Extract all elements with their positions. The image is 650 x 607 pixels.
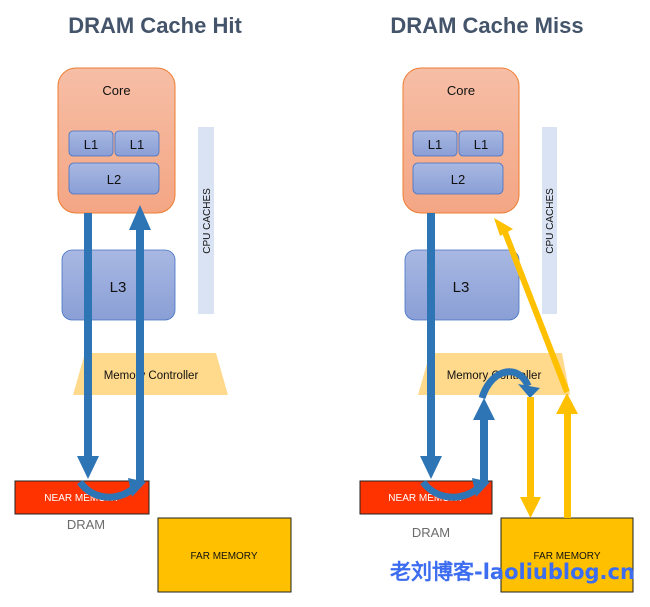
near-memory-label: NEAR MEMORY bbox=[388, 493, 464, 504]
l3-label: L3 bbox=[453, 279, 470, 296]
panel-title: DRAM Cache Hit bbox=[68, 13, 242, 38]
near-memory-label: NEAR MEMORY bbox=[44, 493, 120, 504]
panel-miss: DRAM Cache Miss Core L1 L1 L2 CPU CACHES… bbox=[359, 13, 634, 593]
l1-label: L1 bbox=[474, 137, 488, 152]
l2-cache-box: L2 bbox=[68, 162, 160, 195]
blue-arrow-curve-up bbox=[420, 398, 495, 501]
blue-arrow-down bbox=[77, 213, 99, 479]
core-label: Core bbox=[447, 83, 475, 98]
far-memory-box: FAR MEMORY bbox=[157, 517, 292, 593]
blue-arrow-arc bbox=[478, 368, 540, 400]
blue-arrow-down bbox=[420, 213, 442, 479]
cpu-caches-label: CPU CACHES bbox=[202, 188, 213, 254]
l1-cache-box: L1 bbox=[458, 130, 504, 157]
watermark: 老刘博客-laoliublog.cn bbox=[390, 560, 635, 584]
l1-label: L1 bbox=[428, 137, 442, 152]
far-memory-label: FAR MEMORY bbox=[533, 551, 600, 562]
memory-controller: Memory Controller bbox=[73, 353, 228, 395]
l3-cache-box: L3 bbox=[61, 249, 176, 321]
dram-label: DRAM bbox=[67, 517, 105, 532]
l1-cache-box: L1 bbox=[114, 130, 160, 157]
far-memory-box: FAR MEMORY bbox=[500, 517, 634, 593]
l3-cache-box: L3 bbox=[404, 249, 520, 321]
l1-label: L1 bbox=[130, 137, 144, 152]
panel-hit: DRAM Cache Hit Core L1 L1 L2 CPU CACHES … bbox=[14, 13, 292, 593]
cpu-caches-bar: CPU CACHES bbox=[198, 127, 214, 314]
l2-label: L2 bbox=[451, 172, 465, 187]
cpu-caches-label: CPU CACHES bbox=[545, 188, 556, 254]
l1-cache-box: L1 bbox=[68, 130, 114, 157]
l1-cache-box: L1 bbox=[412, 130, 458, 157]
l1-label: L1 bbox=[84, 137, 98, 152]
l2-cache-box: L2 bbox=[412, 162, 504, 195]
panel-title: DRAM Cache Miss bbox=[390, 13, 583, 38]
yellow-arrow-down bbox=[520, 397, 541, 518]
far-memory-label: FAR MEMORY bbox=[190, 551, 257, 562]
l2-label: L2 bbox=[107, 172, 121, 187]
yellow-arrow-diagonal bbox=[494, 218, 570, 394]
core-label: Core bbox=[102, 83, 130, 98]
l3-label: L3 bbox=[110, 279, 127, 296]
cpu-caches-bar: CPU CACHES bbox=[542, 127, 557, 314]
blue-arrow-curve-up bbox=[77, 205, 151, 501]
yellow-arrow-up bbox=[556, 393, 578, 518]
memory-controller-label: Memory Controller bbox=[104, 370, 199, 382]
dram-label: DRAM bbox=[412, 525, 450, 540]
